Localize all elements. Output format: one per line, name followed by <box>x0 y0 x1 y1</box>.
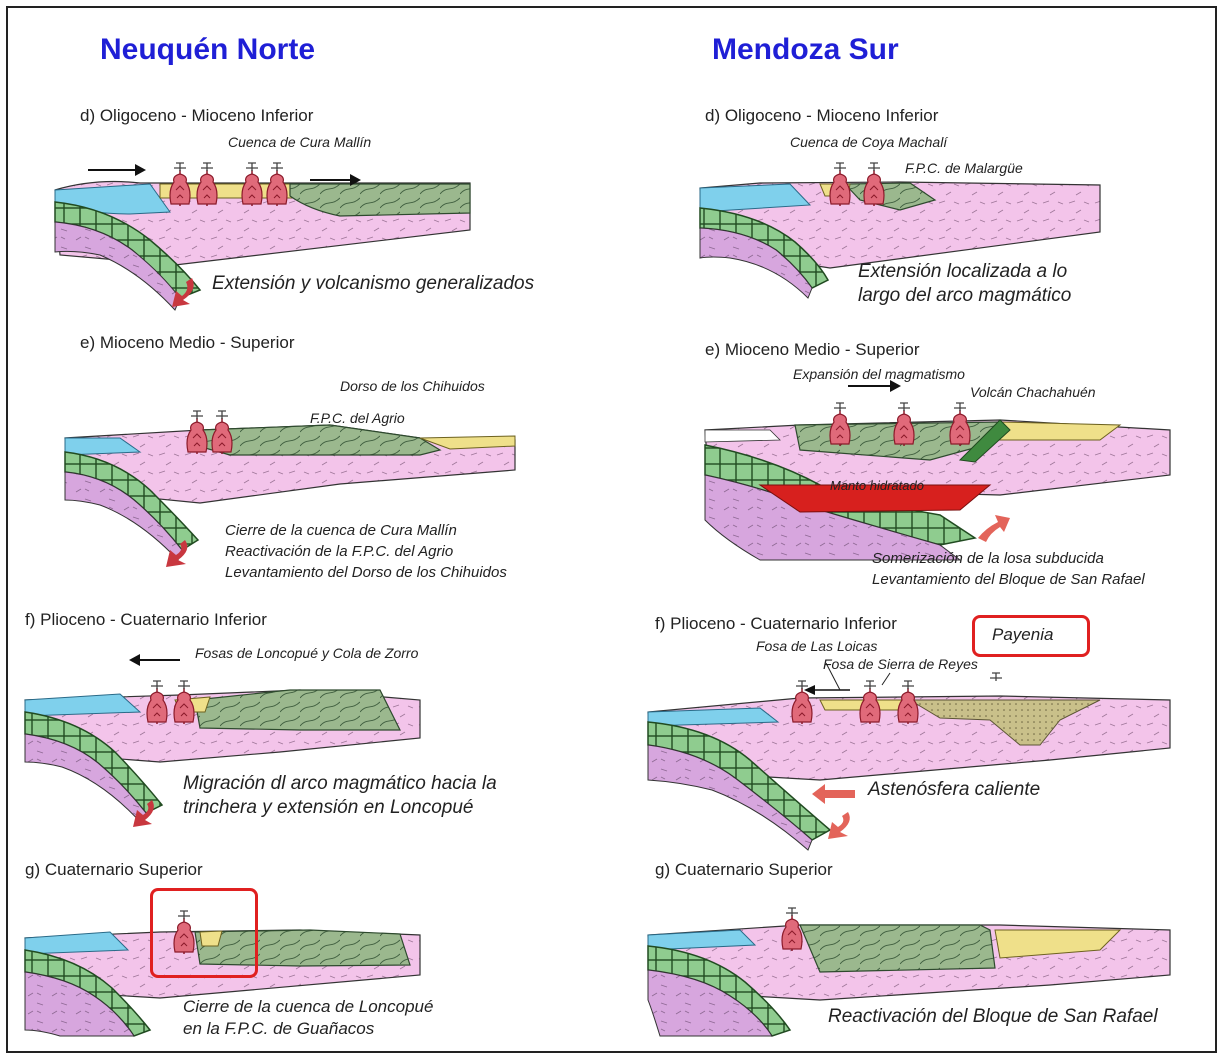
left-f-caption: Migración dl arco magmático hacia la tri… <box>183 772 497 820</box>
right-e-caption2: Levantamiento del Bloque de San Rafael <box>872 569 1145 590</box>
left-f-caption2: trinchera y extensión en Loncopué <box>183 796 497 820</box>
left-column-title: Neuquén Norte <box>100 33 315 67</box>
left-e-caption: Cierre de la cuenca de Cura Mallín React… <box>225 520 507 583</box>
right-d-caption2: largo del arco magmático <box>858 284 1071 308</box>
right-f-section <box>648 663 1170 850</box>
right-f-payenia-label: Payenia <box>992 625 1053 645</box>
right-e-section <box>705 380 1170 560</box>
left-g-caption1: Cierre de la cuenca de Loncopué <box>183 996 433 1018</box>
right-f-label1: Fosa de Las Loicas <box>756 638 877 654</box>
left-d-stage: d) Oligoceno - Mioceno Inferior <box>80 106 313 126</box>
left-e-stage: e) Mioceno Medio - Superior <box>80 333 294 353</box>
left-g-stage: g) Cuaternario Superior <box>25 860 203 880</box>
right-g-caption: Reactivación del Bloque de San Rafael <box>828 1005 1158 1029</box>
left-f-stage: f) Plioceno - Cuaternario Inferior <box>25 610 267 630</box>
left-d-caption: Extensión y volcanismo generalizados <box>212 272 534 296</box>
right-e-caption1: Somerización de la losa subducida <box>872 548 1145 569</box>
right-d-caption: Extensión localizada a lo largo del arco… <box>858 260 1071 308</box>
right-g-stage: g) Cuaternario Superior <box>655 860 833 880</box>
left-f-label1: Fosas de Loncopué y Cola de Zorro <box>195 645 418 661</box>
right-e-label3: Manto hidratado <box>830 478 924 493</box>
right-d-caption1: Extensión localizada a lo <box>858 260 1071 284</box>
left-e-label2: F.P.C. del Agrio <box>310 410 405 426</box>
left-d-label1: Cuenca de Cura Mallín <box>228 134 371 150</box>
right-f-stage: f) Plioceno - Cuaternario Inferior <box>655 614 897 634</box>
left-f-caption1: Migración dl arco magmático hacia la <box>183 772 497 796</box>
left-e-caption1: Cierre de la cuenca de Cura Mallín <box>225 520 507 541</box>
right-d-label1: Cuenca de Coya Machalí <box>790 134 947 150</box>
right-e-stage: e) Mioceno Medio - Superior <box>705 340 919 360</box>
right-f-caption: Astenósfera caliente <box>868 778 1040 802</box>
right-e-label2: Volcán Chachahuén <box>970 384 1096 400</box>
right-e-label1: Expansión del magmatismo <box>793 366 965 382</box>
right-d-stage: d) Oligoceno - Mioceno Inferior <box>705 106 938 126</box>
left-g-caption: Cierre de la cuenca de Loncopué en la F.… <box>183 996 433 1040</box>
right-f-label2: Fosa de Sierra de Reyes <box>823 656 978 672</box>
left-g-highlight-box <box>150 888 258 978</box>
left-e-caption3: Levantamiento del Dorso de los Chihuidos <box>225 562 507 583</box>
right-d-label2: F.P.C. de Malargüe <box>905 160 1023 176</box>
left-e-label1: Dorso de los Chihuidos <box>340 378 485 394</box>
left-e-caption2: Reactivación de la F.P.C. del Agrio <box>225 541 507 562</box>
right-column-title: Mendoza Sur <box>712 33 899 67</box>
right-e-caption: Somerización de la losa subducida Levant… <box>872 548 1145 590</box>
left-g-caption2: en la F.P.C. de Guañacos <box>183 1018 433 1040</box>
